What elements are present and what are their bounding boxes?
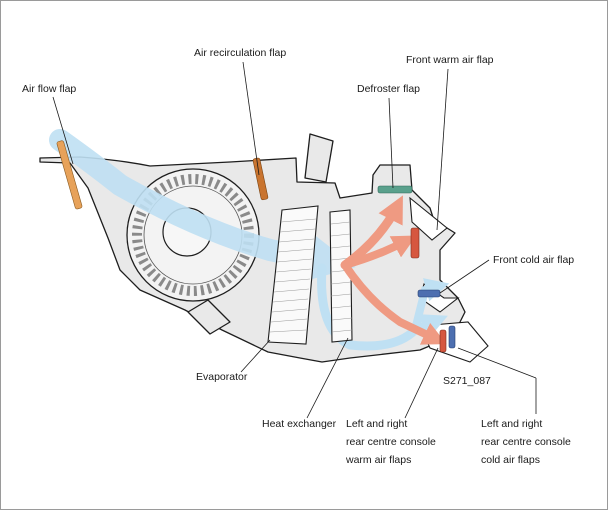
label-air-recirculation-flap: Air recirculation flap <box>194 47 286 59</box>
top-outlet <box>304 133 334 183</box>
leader-front-cold-air-flap <box>439 259 490 294</box>
label-rear-cold-flaps-line3: cold air flaps <box>481 454 540 466</box>
air-flow-flap <box>56 140 83 210</box>
label-rear-warm-flaps-line3: warm air flaps <box>345 454 411 466</box>
label-rear-warm-flaps-line2: rear centre console <box>346 436 436 448</box>
leader-evaporator <box>240 339 271 373</box>
rear-warm-air-flaps <box>439 329 447 353</box>
label-defroster-flap: Defroster flap <box>357 83 420 95</box>
label-air-flow-flap: Air flow flap <box>22 83 76 95</box>
cold-airflow-main <box>49 129 356 287</box>
label-evaporator: Evaporator <box>196 371 248 383</box>
label-rear-cold-flaps-line2: rear centre console <box>481 436 571 448</box>
heat-exchanger <box>329 209 353 343</box>
front-cold-air-flap <box>417 289 441 298</box>
label-rear-warm-flaps-line1: Left and right <box>346 418 407 430</box>
cold-airflow-rear <box>317 263 448 351</box>
leader-defroster-flap <box>388 97 394 189</box>
rear-cold-air-flaps <box>448 325 456 349</box>
label-front-cold-air-flap: Front cold air flap <box>493 254 574 266</box>
evaporator <box>267 205 319 345</box>
leader-air-flow-flap <box>52 96 74 165</box>
defroster-flap <box>377 185 413 194</box>
front-warm-air-duct <box>409 196 448 241</box>
label-rear-cold-flaps-line1: Left and right <box>481 418 542 430</box>
warm-airflow-rear <box>341 261 447 345</box>
leader-heat-exchanger <box>306 337 349 419</box>
label-front-warm-air-flap: Front warm air flap <box>406 54 494 66</box>
leader-front-warm-air-flap <box>436 68 449 231</box>
warm-airflow-front <box>341 235 417 269</box>
front-warm-air-flap <box>410 227 420 259</box>
drain-stub <box>187 299 231 335</box>
leader-rear-warm-flaps <box>404 347 439 419</box>
air-recirculation-flap <box>252 157 269 201</box>
leader-rear-cold-flaps-b <box>457 347 537 379</box>
leader-air-recirculation-flap <box>242 61 260 176</box>
label-figure-code: S271_087 <box>443 375 491 387</box>
label-heat-exchanger: Heat exchanger <box>262 418 337 430</box>
